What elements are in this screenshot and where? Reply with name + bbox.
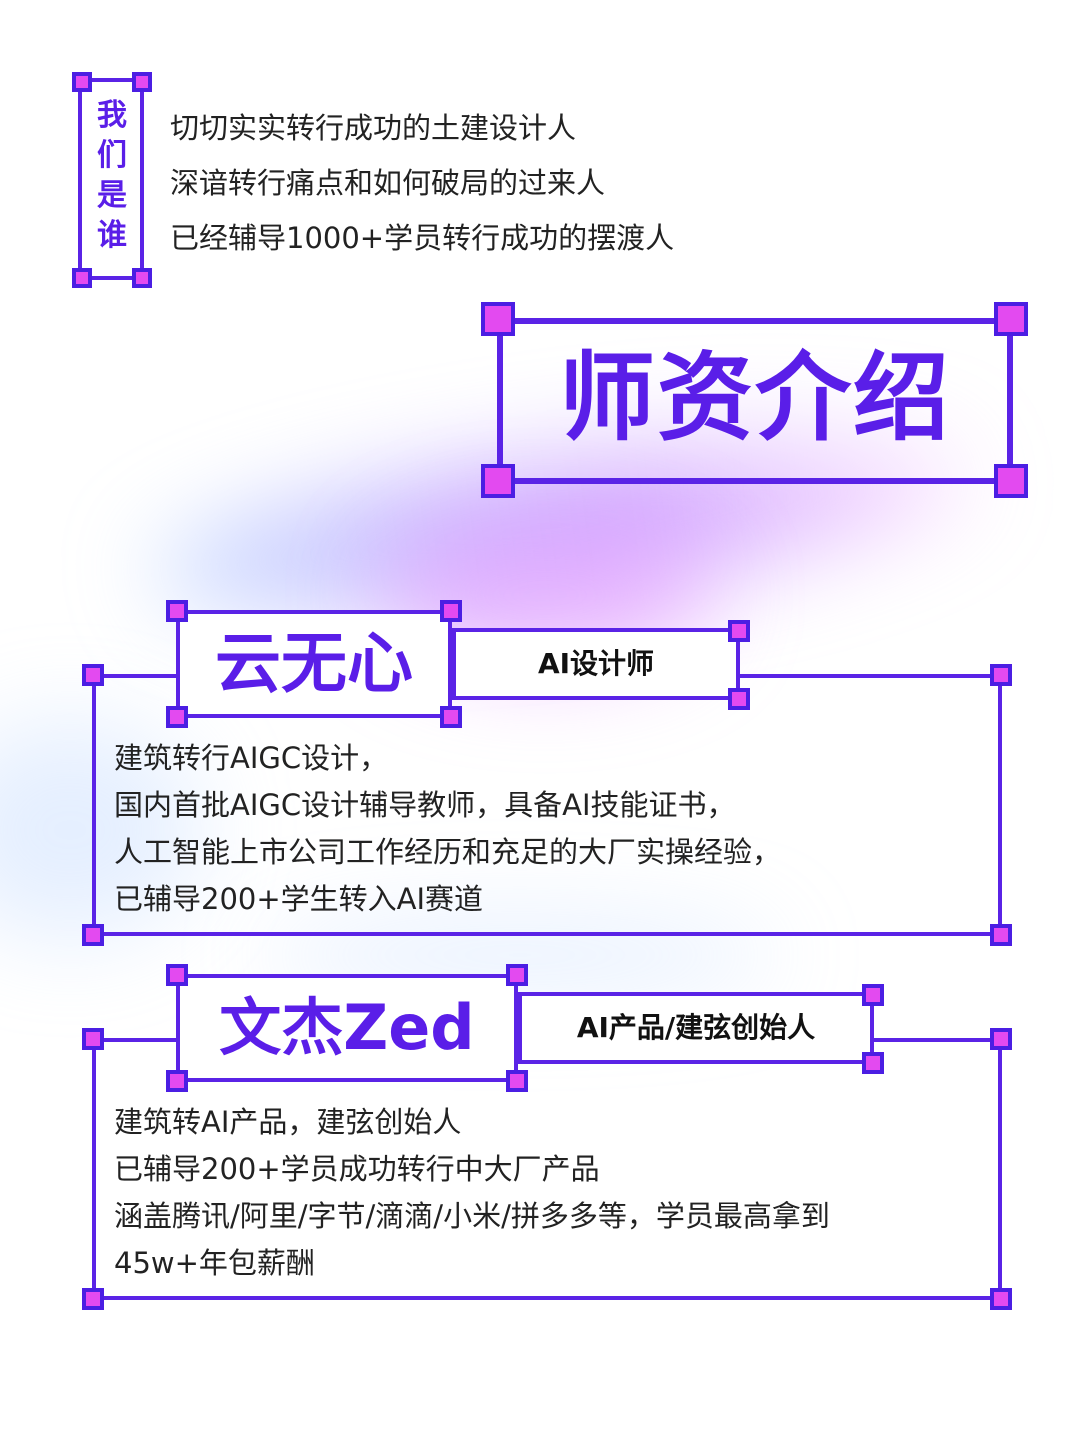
bio-line: 涵盖腾讯/阿里/字节/滴滴/小米/拼多多等，学员最高拿到: [114, 1199, 830, 1233]
frame-handle: [506, 1070, 528, 1092]
frame-handle: [82, 664, 104, 686]
bio-line: 国内首批AIGC设计辅导教师，具备AI技能证书，: [114, 788, 736, 822]
frame-handle: [166, 964, 188, 986]
frame-handle: [72, 268, 92, 288]
intro-line: 已经辅导1000+学员转行成功的摆渡人: [170, 221, 675, 255]
frame-handle: [506, 964, 528, 986]
frame-handle: [82, 1028, 104, 1050]
frame-handle: [994, 302, 1028, 336]
frame-handle: [862, 984, 884, 1006]
frame-handle: [990, 1028, 1012, 1050]
bio-line: 建筑转行AIGC设计，: [114, 741, 389, 775]
frame-handle: [990, 664, 1012, 686]
who-we-are-title: 我们是谁: [97, 98, 127, 253]
frame-handle: [728, 688, 750, 710]
frame-handle: [166, 706, 188, 728]
teacher-role-box: [452, 628, 740, 700]
who-we-are-lines: 切切实实转行成功的土建设计人 深谙转行痛点和如何破局的过来人 已经辅导1000+…: [170, 106, 674, 271]
frame-handle: [166, 600, 188, 622]
teacher-name-box: [176, 610, 452, 718]
frame-handle: [994, 464, 1028, 498]
teacher-bio: 建筑转行AIGC设计， 国内首批AIGC设计辅导教师，具备AI技能证书， 人工智…: [114, 736, 781, 924]
teacher-role-box: [518, 992, 874, 1064]
teacher-bio: 建筑转AI产品，建弦创始人 已辅导200+学员成功转行中大厂产品 涵盖腾讯/阿里…: [114, 1100, 830, 1288]
section-title: 师资介绍: [559, 342, 951, 454]
frame-handle: [990, 924, 1012, 946]
frame-handle: [82, 924, 104, 946]
frame-handle: [481, 464, 515, 498]
teacher-name-box: [176, 974, 518, 1082]
section-title-frame: [497, 318, 1013, 484]
bio-line: 建筑转AI产品，建弦创始人: [114, 1105, 462, 1139]
teacher-role: AI产品/建弦创始人: [576, 1011, 816, 1044]
frame-handle: [72, 72, 92, 92]
frame-handle: [440, 706, 462, 728]
teacher-name: 云无心: [215, 625, 413, 702]
bio-line: 45w+年包薪酬: [114, 1246, 315, 1280]
frame-handle: [166, 1070, 188, 1092]
intro-line: 深谙转行痛点和如何破局的过来人: [170, 166, 606, 200]
gradient-blob: [0, 720, 200, 940]
frame-handle: [440, 600, 462, 622]
frame-handle: [132, 72, 152, 92]
teacher-name: 文杰Zed: [219, 991, 475, 1064]
frame-handle: [728, 620, 750, 642]
frame-handle: [82, 1288, 104, 1310]
teacher-role: AI设计师: [537, 647, 655, 680]
frame-handle: [862, 1052, 884, 1074]
frame-handle: [990, 1288, 1012, 1310]
bio-line: 已辅导200+学员成功转行中大厂产品: [114, 1152, 600, 1186]
intro-line: 切切实实转行成功的土建设计人: [170, 111, 577, 145]
frame-handle: [481, 302, 515, 336]
who-we-are-bracket: [78, 78, 144, 280]
bio-line: 人工智能上市公司工作经历和充足的大厂实操经验，: [114, 835, 782, 869]
frame-handle: [132, 268, 152, 288]
bio-line: 已辅导200+学生转入AI赛道: [114, 882, 484, 916]
